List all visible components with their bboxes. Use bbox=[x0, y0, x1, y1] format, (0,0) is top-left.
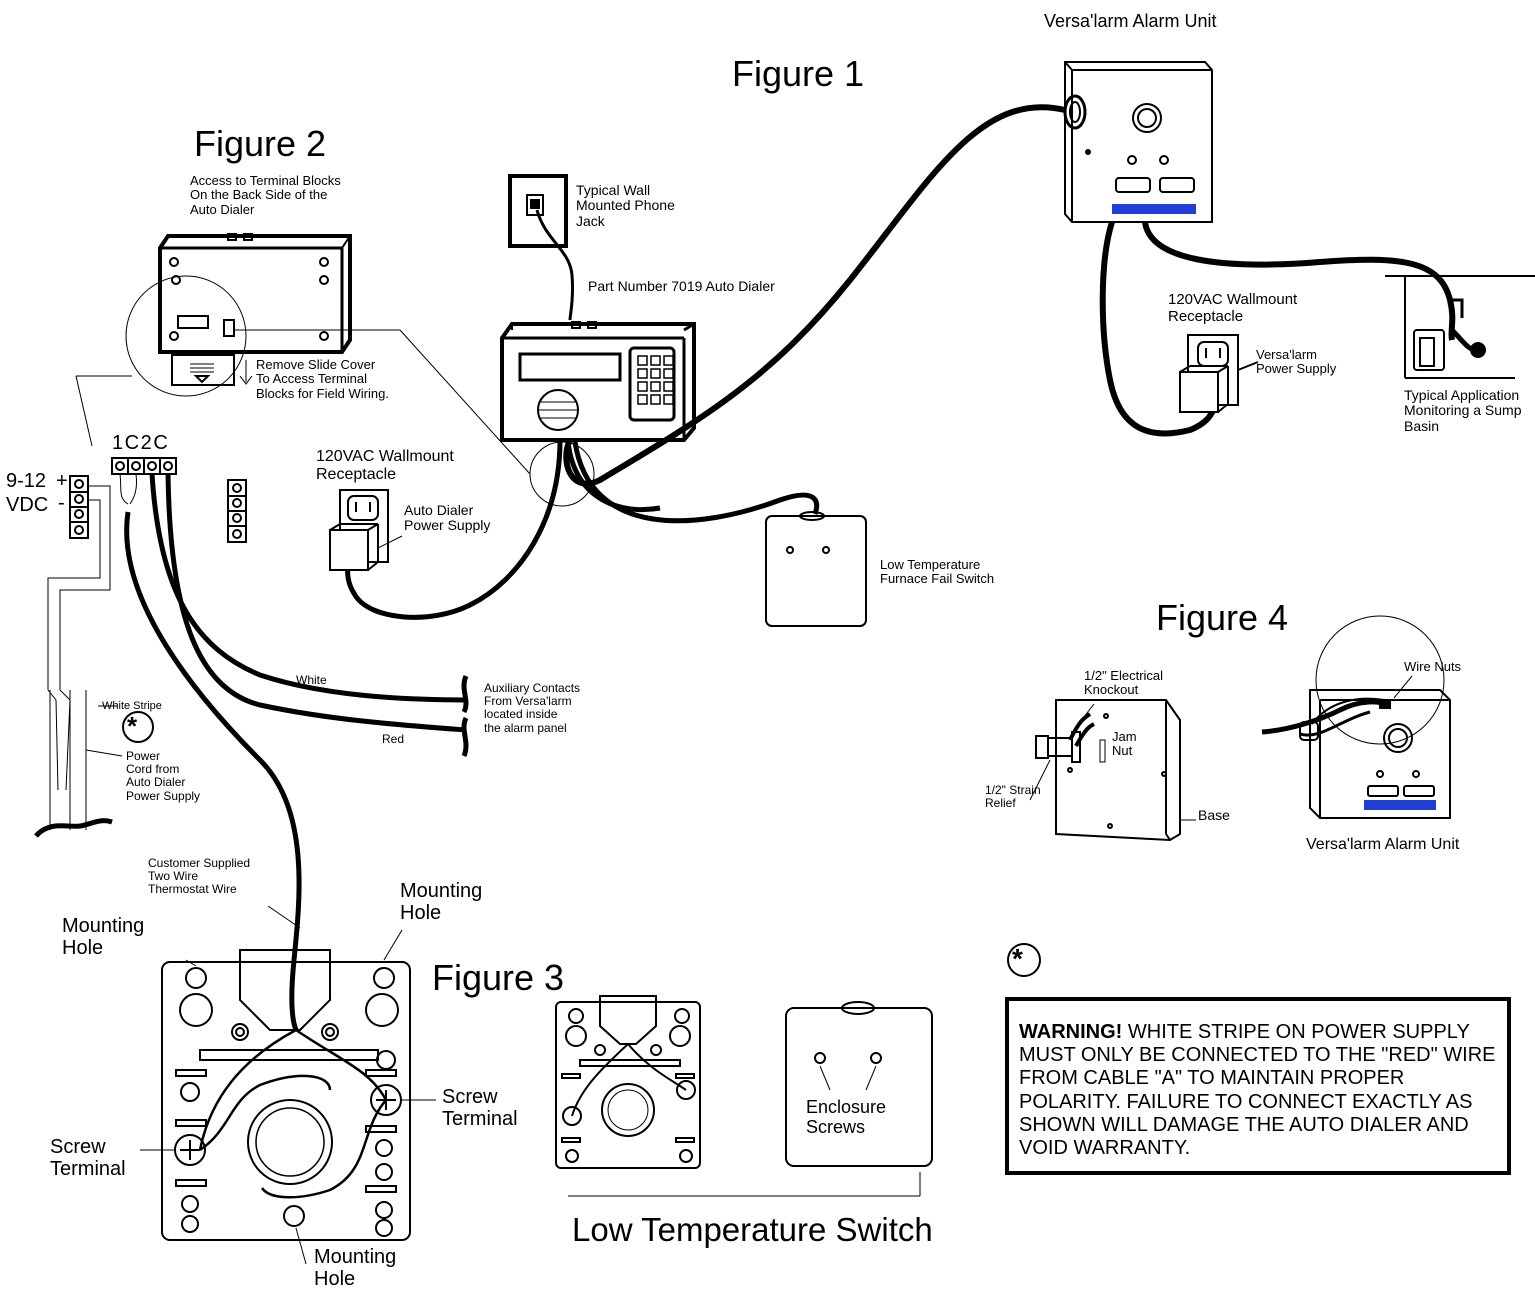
alarm-unit-figure4-label: Versa'larm Alarm Unit bbox=[1306, 836, 1460, 853]
access-note-label: Access to Terminal Blocks On the Back Si… bbox=[190, 173, 341, 217]
dialer-back-detail-circle bbox=[125, 275, 247, 397]
jam-nut-label: Jam Nut bbox=[1112, 729, 1137, 759]
thermostat-base-large bbox=[161, 949, 411, 1241]
auto-dialer-label: Part Number 7019 Auto Dialer bbox=[588, 278, 775, 294]
alarm-unit-title: Versa'larm Alarm Unit bbox=[1044, 11, 1217, 31]
receptacle-right bbox=[1179, 334, 1259, 413]
red-wire bbox=[165, 473, 467, 733]
mounting-hole-right-label: Mounting Hole bbox=[400, 880, 483, 924]
auto-dialer bbox=[500, 321, 696, 442]
slide-cover-label: Remove Slide Cover To Access Terminal Bl… bbox=[256, 357, 389, 401]
dialer-power-cable bbox=[345, 439, 563, 620]
asterisk-circle bbox=[122, 711, 154, 743]
mounting-hole-left-label: Mounting Hole bbox=[62, 915, 145, 959]
white-stripe-label: White Stripe bbox=[102, 700, 162, 712]
phone-cord bbox=[535, 209, 575, 321]
power-cord-end bbox=[34, 818, 113, 838]
terminal-block-spare bbox=[227, 479, 247, 543]
versalarm-alarm-unit bbox=[1063, 61, 1213, 223]
sump-basin bbox=[1385, 275, 1535, 379]
screw-terminal-right-label: Screw Terminal bbox=[442, 1086, 518, 1130]
sump-application-label: Typical Application Monitoring a Sump Ba… bbox=[1404, 387, 1522, 434]
alarm-sump-cable bbox=[1142, 221, 1456, 341]
alarm-unit-open bbox=[1261, 615, 1451, 819]
terminal-labels: 1 C 2 C bbox=[112, 432, 168, 454]
terminal-block-1c2c bbox=[111, 457, 177, 475]
warning-heading: WARNING! bbox=[1019, 1021, 1123, 1043]
low-temp-switch-label: Low Temperature Furnace Fail Switch bbox=[880, 557, 995, 587]
enclosure-box bbox=[785, 1001, 933, 1167]
aux-contact-end-2 bbox=[461, 716, 469, 757]
auto-dialer-power-label: Auto Dialer Power Supply bbox=[404, 502, 491, 534]
thermostat-wire bbox=[124, 511, 302, 1031]
voltage-bottom-label: VDC bbox=[6, 494, 49, 516]
dialer-back bbox=[158, 233, 400, 354]
alarm-to-dialer-cable bbox=[563, 104, 1066, 487]
enclosure-screws-label: Enclosure Screws bbox=[806, 1097, 887, 1137]
thermostat-base-small bbox=[555, 995, 701, 1169]
warning-box: WARNING! WHITE STRIPE ON POWER SUPPLY MU… bbox=[1005, 997, 1511, 1175]
figure-4-title: Figure 4 bbox=[1156, 597, 1289, 638]
receptacle-left bbox=[329, 489, 403, 571]
figure-3-title: Figure 3 bbox=[432, 957, 565, 998]
white-wire-label: White bbox=[296, 673, 327, 687]
aux-contacts-label: Auxiliary Contacts From Versa'larm locat… bbox=[484, 681, 581, 735]
warning-asterisk-circle bbox=[1007, 943, 1041, 977]
phone-jack bbox=[508, 174, 568, 248]
strain-relief-label: 1/2" Strain Relief bbox=[985, 783, 1041, 811]
alarm-base bbox=[1029, 699, 1196, 842]
customer-wire-label: Customer Supplied Two Wire Thermostat Wi… bbox=[148, 856, 251, 897]
figure3-leaders bbox=[140, 905, 436, 1265]
minus-label: - bbox=[58, 492, 65, 514]
asterisk-symbol: * bbox=[127, 711, 138, 741]
versalarm-power-label: Versa'larm Power Supply bbox=[1256, 347, 1337, 377]
phone-jack-label: Typical Wall Mounted Phone Jack bbox=[576, 182, 675, 229]
figure-2-title: Figure 2 bbox=[194, 123, 327, 164]
screw-terminal-left-label: Screw Terminal bbox=[50, 1136, 126, 1180]
alarm-power-cable bbox=[1099, 221, 1218, 437]
power-cord bbox=[47, 485, 123, 830]
plus-label: + bbox=[56, 470, 68, 492]
receptacle-right-label: 120VAC Wallmount Receptacle bbox=[1168, 291, 1298, 325]
warning-asterisk: * bbox=[1012, 943, 1023, 974]
warning-body: WHITE STRIPE ON POWER SUPPLY MUST ONLY B… bbox=[1019, 1021, 1496, 1159]
receptacle-left-label: 120VAC Wallmount Receptacle bbox=[316, 448, 454, 483]
red-wire-label: Red bbox=[382, 732, 405, 746]
power-cord-label: Power Cord from Auto Dialer Power Supply bbox=[126, 749, 201, 803]
wire-a-red bbox=[119, 473, 129, 505]
brand-stripe bbox=[1112, 204, 1196, 214]
voltage-top-label: 9-12 bbox=[6, 470, 47, 492]
dialer-switch-cable bbox=[572, 441, 820, 524]
terminal-block-power bbox=[69, 475, 89, 539]
aux-contact-end-1 bbox=[461, 675, 469, 714]
white-wire bbox=[149, 473, 467, 703]
keypad bbox=[637, 355, 674, 405]
slide-cover bbox=[171, 354, 235, 386]
base-label: Base bbox=[1198, 807, 1230, 823]
wire-nuts-label: Wire Nuts bbox=[1404, 659, 1462, 674]
mounting-hole-bottom-label: Mounting Hole bbox=[314, 1246, 397, 1290]
low-temp-switch-box bbox=[765, 511, 867, 627]
electrical-knockout-label: 1/2" Electrical Knockout bbox=[1084, 668, 1164, 698]
low-temp-switch-caption: Low Temperature Switch bbox=[572, 1211, 933, 1248]
figure-1-title: Figure 1 bbox=[732, 53, 865, 94]
